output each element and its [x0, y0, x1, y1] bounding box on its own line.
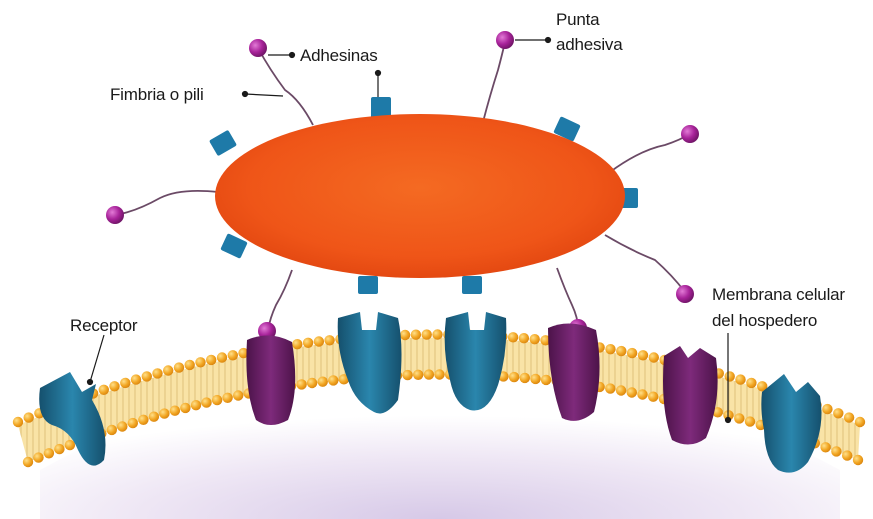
- lipid-head-outer: [152, 368, 162, 378]
- lipid-head-inner: [434, 369, 444, 379]
- lipid-head-inner: [648, 392, 658, 402]
- lipid-head-outer: [303, 338, 313, 348]
- lipid-head-inner: [820, 442, 830, 452]
- lipid-head-inner: [831, 446, 841, 456]
- lipid-head-outer: [24, 412, 34, 422]
- lipid-head-inner: [222, 393, 232, 403]
- lipid-head-outer: [142, 371, 152, 381]
- lipid-head-inner: [853, 455, 863, 465]
- lipid-head-outer: [822, 404, 832, 414]
- lipid-head-inner: [180, 403, 190, 413]
- lipid-head-inner: [107, 425, 117, 435]
- lipid-head-inner: [23, 457, 33, 467]
- label-punta-line1: Punta: [556, 10, 600, 29]
- lipid-head-inner: [296, 379, 306, 389]
- lipid-head-outer: [855, 417, 865, 427]
- lipid-head-outer: [324, 335, 334, 345]
- lipid-head-outer: [844, 412, 854, 422]
- lipid-head-inner: [616, 385, 626, 395]
- lipid-head-inner: [201, 397, 211, 407]
- lipid-head-inner: [65, 440, 75, 450]
- lipid-head-outer: [314, 336, 324, 346]
- lipid-head-inner: [170, 406, 180, 416]
- lipid-head-outer: [13, 417, 23, 427]
- lipid-head-outer: [519, 333, 529, 343]
- lipid-head-outer: [217, 352, 227, 362]
- lipid-head-inner: [541, 375, 551, 385]
- lipid-head-inner: [530, 374, 540, 384]
- lipid-head-outer: [185, 360, 195, 370]
- lipid-head-inner: [605, 383, 615, 393]
- bacterium-icon: [215, 114, 625, 278]
- lipid-head-outer: [400, 330, 410, 340]
- lipid-head-inner: [402, 370, 412, 380]
- lipid-head-outer: [174, 362, 184, 372]
- lipid-head-outer: [422, 329, 432, 339]
- lipid-head-inner: [413, 370, 423, 380]
- lipid-head-outer: [638, 350, 648, 360]
- lipid-head-outer: [627, 348, 637, 358]
- lipid-head-inner: [191, 400, 201, 410]
- lipid-head-outer: [432, 329, 442, 339]
- lipid-head-outer: [131, 374, 141, 384]
- lipid-head-inner: [233, 390, 243, 400]
- lipid-head-inner: [424, 369, 434, 379]
- lipid-head-inner: [159, 408, 169, 418]
- lipid-head-outer: [530, 334, 540, 344]
- lipid-head-outer: [120, 378, 130, 388]
- lipid-head-inner: [54, 444, 64, 454]
- lipid-head-inner: [318, 377, 328, 387]
- lipid-head-outer: [833, 408, 843, 418]
- lipid-head-outer: [163, 365, 173, 375]
- lipid-head-outer: [605, 344, 615, 354]
- lipid-head-inner: [745, 416, 755, 426]
- lipid-head-outer: [649, 352, 659, 362]
- lipid-head-outer: [99, 385, 109, 395]
- lipid-head-inner: [734, 413, 744, 423]
- label-adhesinas: Adhesinas: [300, 46, 378, 65]
- lipid-head-inner: [44, 448, 54, 458]
- label-punta-line2: adhesiva: [556, 35, 623, 54]
- label-membrana-line2: del hospedero: [712, 311, 817, 330]
- lipid-head-outer: [508, 332, 518, 342]
- lipid-head-inner: [33, 452, 43, 462]
- lipid-head-outer: [228, 350, 238, 360]
- lipid-head-inner: [149, 412, 159, 422]
- lipid-head-inner: [627, 387, 637, 397]
- lipid-head-inner: [307, 378, 317, 388]
- lipid-head-inner: [128, 418, 138, 428]
- lipid-head-inner: [509, 372, 519, 382]
- lipid-head-outer: [195, 357, 205, 367]
- lipid-head-inner: [117, 421, 127, 431]
- lipid-head-outer: [292, 339, 302, 349]
- lipid-head-outer: [746, 378, 756, 388]
- lipid-head-outer: [411, 330, 421, 340]
- lipid-head-inner: [212, 395, 222, 405]
- lipid-head-outer: [109, 381, 119, 391]
- label-receptor: Receptor: [70, 316, 138, 335]
- lipid-head-inner: [138, 415, 148, 425]
- lipid-head-inner: [842, 450, 852, 460]
- lipid-head-inner: [637, 389, 647, 399]
- lipid-head-outer: [206, 355, 216, 365]
- label-fimbria: Fimbria o pili: [110, 85, 204, 104]
- lipid-head-outer: [616, 346, 626, 356]
- lipid-head-outer: [725, 371, 735, 381]
- label-membrana-line1: Membrana celular: [712, 285, 845, 304]
- lipid-head-inner: [328, 375, 338, 385]
- lipid-head-outer: [735, 374, 745, 384]
- lipid-head-inner: [520, 373, 530, 383]
